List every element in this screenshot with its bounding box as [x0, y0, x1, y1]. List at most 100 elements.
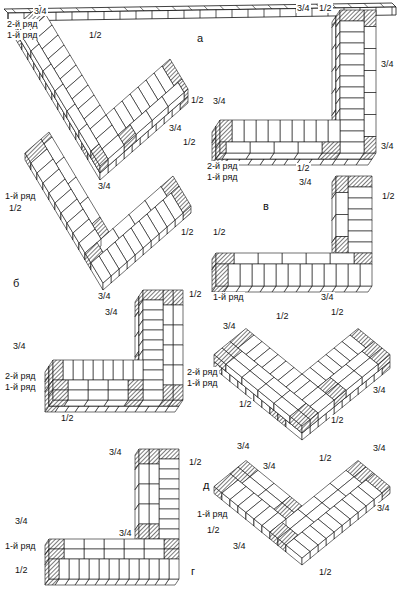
- brick-face: [159, 449, 179, 459]
- brick-face: [306, 253, 330, 264]
- brick-face: [108, 380, 128, 390]
- brick-joint: [312, 8, 313, 16]
- brick-label: 1/2: [330, 415, 345, 425]
- brick-label: 3/4: [372, 443, 387, 453]
- brick-joint: [152, 11, 153, 19]
- brick-face: [123, 360, 133, 380]
- brick-face: [159, 479, 179, 489]
- brick-face: [159, 509, 179, 519]
- brick-face: [49, 549, 64, 559]
- brick-face: [364, 137, 376, 154]
- brick-label: 1/2: [180, 227, 195, 237]
- brick-face: [173, 290, 183, 305]
- brick-face: [64, 539, 84, 549]
- brick-face: [149, 504, 159, 524]
- brick-label: 1-й ряд: [206, 172, 239, 182]
- brick-joint: [136, 11, 137, 19]
- brick-joint: [284, 5, 288, 9]
- brick-face: [149, 524, 159, 539]
- brick-face: [149, 484, 159, 504]
- brick-face: [222, 153, 250, 159]
- brick-label: 3/4: [168, 123, 183, 133]
- brick-label: 1/2: [238, 399, 253, 409]
- brick-face: [348, 209, 372, 220]
- brick-face: [246, 153, 274, 159]
- brick-face: [364, 49, 376, 71]
- brick-label: 3/4: [320, 292, 335, 302]
- brick-face: [282, 253, 306, 264]
- brick-joint: [280, 9, 281, 17]
- brick-joint: [140, 7, 144, 11]
- brick-face: [216, 253, 234, 264]
- brick-face: [159, 519, 179, 529]
- brick-face: [256, 120, 268, 142]
- brick-label: 1/2: [275, 311, 290, 321]
- brick-face: [129, 559, 139, 579]
- brick-face: [163, 365, 173, 385]
- brick-face: [274, 142, 298, 153]
- brick-face: [336, 264, 348, 286]
- brick-joint: [248, 9, 249, 17]
- brick-face: [83, 360, 93, 380]
- brick-face: [139, 504, 149, 524]
- brick-face: [216, 153, 226, 159]
- brick-label: 1-й ряд: [212, 292, 245, 302]
- brick-face: [159, 469, 179, 479]
- brick-joint: [172, 6, 176, 10]
- brick-face: [340, 98, 364, 109]
- brick-face: [348, 198, 372, 209]
- brick-label: 2-й ряд: [4, 371, 37, 381]
- brick-face: [340, 87, 364, 98]
- brick-face: [88, 390, 108, 400]
- brick-face: [143, 370, 163, 380]
- brick-face: [268, 120, 280, 142]
- figure-letter: а: [196, 32, 204, 44]
- brick-face: [164, 549, 179, 559]
- brick-face: [294, 153, 322, 159]
- brick-face: [119, 559, 129, 579]
- brick-face: [139, 484, 149, 504]
- brick-face: [144, 549, 164, 559]
- brick-joint: [216, 10, 217, 18]
- brick-label: 1/2: [381, 191, 396, 201]
- brick-face: [109, 559, 119, 579]
- brick-face: [144, 539, 164, 549]
- brick-joint: [168, 11, 169, 19]
- brick-face: [64, 549, 84, 559]
- brick-face: [290, 410, 310, 426]
- brick-face: [69, 559, 79, 579]
- brick-joint: [348, 4, 352, 8]
- brick-label: 1-й ряд: [6, 30, 39, 40]
- brick-face: [364, 71, 376, 93]
- brick-label: 1/2: [318, 567, 333, 577]
- brick-face: [340, 109, 364, 120]
- figure-letter: г: [190, 565, 196, 577]
- brick-face: [143, 290, 163, 300]
- brick-face: [49, 400, 68, 406]
- brick-face: [139, 464, 149, 484]
- brick-face: [264, 264, 276, 286]
- brick-label: 1-й ряд: [4, 541, 37, 551]
- brick-label: 3/4: [33, 6, 48, 16]
- brick-face: [173, 345, 183, 365]
- brick-face: [163, 385, 173, 400]
- brick-face: [244, 120, 256, 142]
- brick-face: [286, 539, 310, 559]
- brick-face: [143, 380, 163, 390]
- brick-face: [340, 120, 364, 131]
- brick-face: [143, 350, 163, 360]
- brick-joint: [252, 5, 256, 9]
- brick-face: [108, 390, 128, 400]
- brick-face: [173, 325, 183, 345]
- brick-face: [292, 120, 304, 142]
- brick-face: [89, 559, 99, 579]
- brick-face: [49, 559, 59, 579]
- brick-face: [143, 320, 163, 330]
- brick-face: [276, 264, 288, 286]
- brick-face: [340, 10, 364, 21]
- brick-face: [336, 176, 348, 193]
- brick-face: [340, 43, 364, 54]
- brick-joint: [380, 3, 384, 7]
- brick-label: 3/4: [262, 461, 277, 471]
